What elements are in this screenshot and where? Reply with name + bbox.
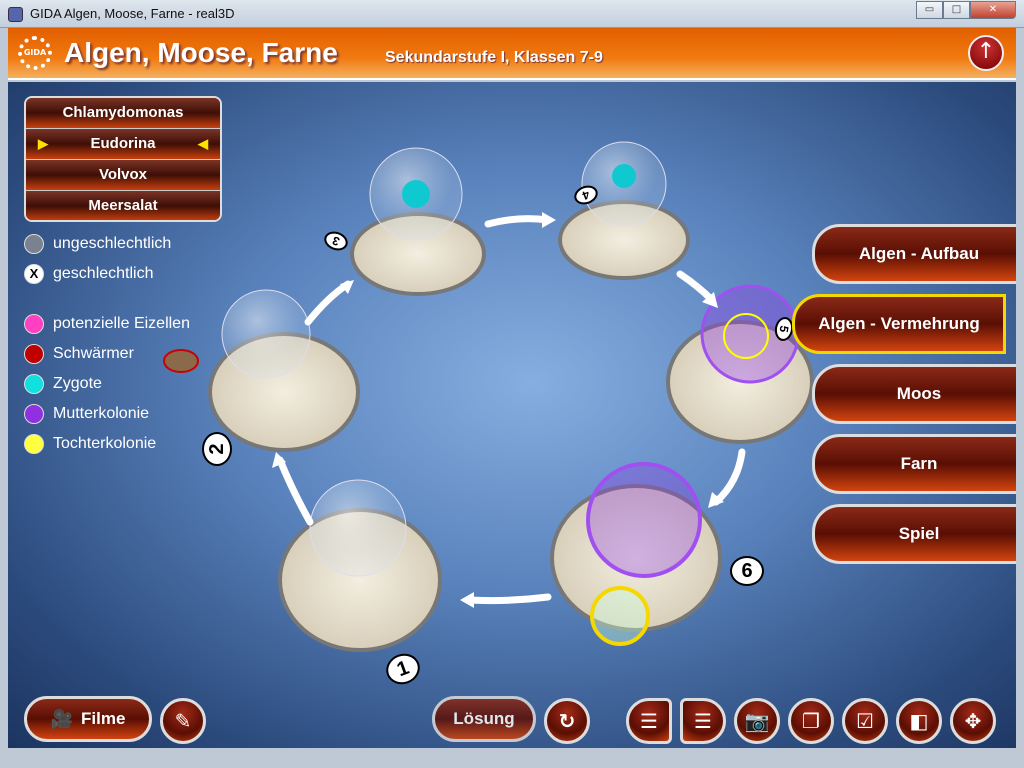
list-left-icon: ☰ xyxy=(640,709,658,733)
window-titlebar: GIDA Algen, Moose, Farne - real3D ▭ □ ✕ xyxy=(0,0,1024,28)
gida-logo: GIDA xyxy=(18,36,52,70)
legend-label: Tochterkolonie xyxy=(53,435,157,452)
checkbox-icon: ☑ xyxy=(856,709,874,733)
dish-stage-5 xyxy=(666,284,814,444)
maximize-button[interactable]: □ xyxy=(943,1,970,19)
close-button[interactable]: ✕ xyxy=(970,1,1016,19)
move-button[interactable]: ✥ xyxy=(950,698,996,744)
pink-dot-icon xyxy=(24,314,44,334)
nav-algen-vermehrung[interactable]: Algen - Vermehrung xyxy=(792,294,1006,354)
list-left-button[interactable]: ☰ xyxy=(626,698,672,744)
legend-label: Zygote xyxy=(53,375,102,392)
stage-number-6: 6 xyxy=(730,556,764,586)
species-label: Eudorina xyxy=(90,135,156,152)
check-button[interactable]: ☑ xyxy=(842,698,888,744)
purple-dot-icon xyxy=(24,404,44,424)
dish-stage-2 xyxy=(208,289,360,452)
arrow-heads xyxy=(272,212,724,608)
loesung-button[interactable]: Lösung xyxy=(432,696,536,742)
legend-label: geschlechtlich xyxy=(53,265,154,282)
filme-label: Filme xyxy=(81,709,126,728)
film-camera-icon: 🎥 xyxy=(50,708,73,729)
species-meersalat[interactable]: Meersalat xyxy=(26,191,220,220)
minimize-button[interactable]: ▭ xyxy=(916,1,943,19)
page-title: Algen, Moose, Farne xyxy=(64,37,338,68)
dish-stage-6 xyxy=(550,462,722,646)
life-cycle-diagram xyxy=(163,141,814,652)
legend-label: Schwärmer xyxy=(53,345,134,362)
dish-stage-4 xyxy=(558,141,690,280)
legend-label: Mutterkolonie xyxy=(53,405,150,422)
filme-button[interactable]: 🎥 Filme xyxy=(24,696,152,742)
yellow-dot-icon xyxy=(24,434,44,454)
nav-moos[interactable]: Moos xyxy=(812,364,1016,424)
cyan-dot-icon xyxy=(24,374,44,394)
species-eudorina[interactable]: ▶ Eudorina ◀ xyxy=(26,129,220,160)
app-icon xyxy=(8,7,23,22)
split-view-icon: ◧ xyxy=(909,709,929,733)
nav-algen-aufbau[interactable]: Algen - Aufbau xyxy=(812,224,1016,284)
list-right-button[interactable]: ☰ xyxy=(680,698,726,744)
window-title: GIDA Algen, Moose, Farne - real3D xyxy=(30,6,235,21)
legend-item: ungeschlechtlich xyxy=(24,229,171,259)
species-label: Meersalat xyxy=(88,197,158,214)
nav-spiel[interactable]: Spiel xyxy=(812,504,1016,564)
dish-stage-3 xyxy=(350,147,486,296)
move-icon: ✥ xyxy=(964,709,982,733)
species-chlamydomonas[interactable]: Chlamydomonas xyxy=(26,98,220,129)
split-view-button[interactable]: ◧ xyxy=(896,698,942,744)
legend-item: Schwärmer xyxy=(24,339,190,369)
species-menu: Chlamydomonas ▶ Eudorina ◀ Volvox Meersala… xyxy=(24,96,222,222)
selected-arrow-right-icon: ▶ xyxy=(38,136,48,151)
screenshot-button[interactable]: 📷 xyxy=(734,698,780,744)
legend-item: Zygote xyxy=(24,369,190,399)
refresh-icon: ↻ xyxy=(558,709,576,733)
copy-button[interactable]: ❐ xyxy=(788,698,834,744)
notes-button[interactable]: ✎ xyxy=(160,698,206,744)
grey-dot-icon xyxy=(24,234,44,254)
legend-label: ungeschlechtlich xyxy=(53,235,172,252)
list-right-icon: ☰ xyxy=(694,709,712,733)
page-subtitle: Sekundarstufe I, Klassen 7-9 xyxy=(385,49,603,66)
copy-icon: ❐ xyxy=(802,709,820,733)
dish-stage-1 xyxy=(278,479,442,652)
nav-farn[interactable]: Farn xyxy=(812,434,1016,494)
camera-icon: 📷 xyxy=(744,709,770,733)
app-header: GIDA Algen, Moose, Farne Sekundarstufe I… xyxy=(8,28,1016,80)
legend-colors: potenzielle Eizellen Schwärmer Zygote Mu… xyxy=(24,309,190,459)
x-mark-icon: X xyxy=(24,264,44,284)
legend-item: Tochterkolonie xyxy=(24,429,190,459)
species-volvox[interactable]: Volvox xyxy=(26,160,220,191)
up-arrow-button[interactable]: ↑ xyxy=(968,35,1004,71)
species-label: Chlamydomonas xyxy=(62,104,184,121)
notes-icon: ✎ xyxy=(174,709,192,733)
red-dot-icon xyxy=(24,344,44,364)
schwaermer-sample xyxy=(163,349,199,373)
legend-label: potenzielle Eizellen xyxy=(53,315,190,332)
legend-item: Mutterkolonie xyxy=(24,399,190,429)
stage-number-2: 2 xyxy=(202,432,232,466)
selected-arrow-left-icon: ◀ xyxy=(198,136,208,151)
species-label: Volvox xyxy=(98,166,148,183)
reset-button[interactable]: ↻ xyxy=(544,698,590,744)
legend-item: potenzielle Eizellen xyxy=(24,309,190,339)
